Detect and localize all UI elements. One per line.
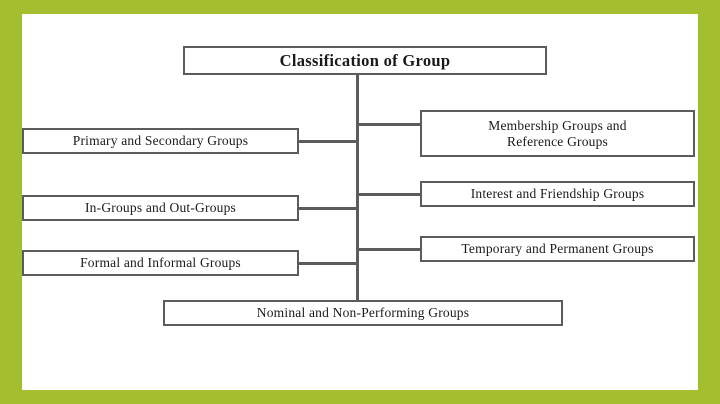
connector-right-interest — [356, 193, 422, 196]
node-temporary-permanent-groups-label: Temporary and Permanent Groups — [461, 241, 654, 257]
node-temporary-permanent-groups[interactable]: Temporary and Permanent Groups — [420, 236, 695, 262]
node-membership-reference-groups-label: Membership Groups and Reference Groups — [488, 117, 627, 149]
connector-right-temporary — [356, 248, 422, 251]
connector-left-formal — [297, 262, 358, 265]
spine-main — [356, 74, 359, 301]
connector-right-membership — [356, 123, 422, 126]
node-formal-informal-groups-label: Formal and Informal Groups — [80, 255, 241, 271]
node-in-groups-out-groups-label: In-Groups and Out-Groups — [84, 200, 237, 216]
node-primary-secondary-groups[interactable]: Primary and Secondary Groups — [22, 128, 299, 154]
node-primary-secondary-groups-label: Primary and Secondary Groups — [72, 133, 249, 149]
node-classification-of-group-label: Classification of Group — [279, 50, 451, 70]
node-nominal-non-performing-groups-label: Nominal and Non-Performing Groups — [256, 305, 470, 321]
connector-left-ingroups — [297, 207, 358, 210]
node-interest-friendship-groups-label: Interest and Friendship Groups — [470, 186, 645, 202]
connector-left-primary — [297, 140, 358, 143]
node-membership-reference-groups[interactable]: Membership Groups and Reference Groups — [420, 110, 695, 157]
node-classification-of-group[interactable]: Classification of Group — [183, 46, 547, 75]
node-interest-friendship-groups[interactable]: Interest and Friendship Groups — [420, 181, 695, 207]
node-nominal-non-performing-groups[interactable]: Nominal and Non-Performing Groups — [163, 300, 563, 326]
node-in-groups-out-groups[interactable]: In-Groups and Out-Groups — [22, 195, 299, 221]
node-formal-informal-groups[interactable]: Formal and Informal Groups — [22, 250, 299, 276]
